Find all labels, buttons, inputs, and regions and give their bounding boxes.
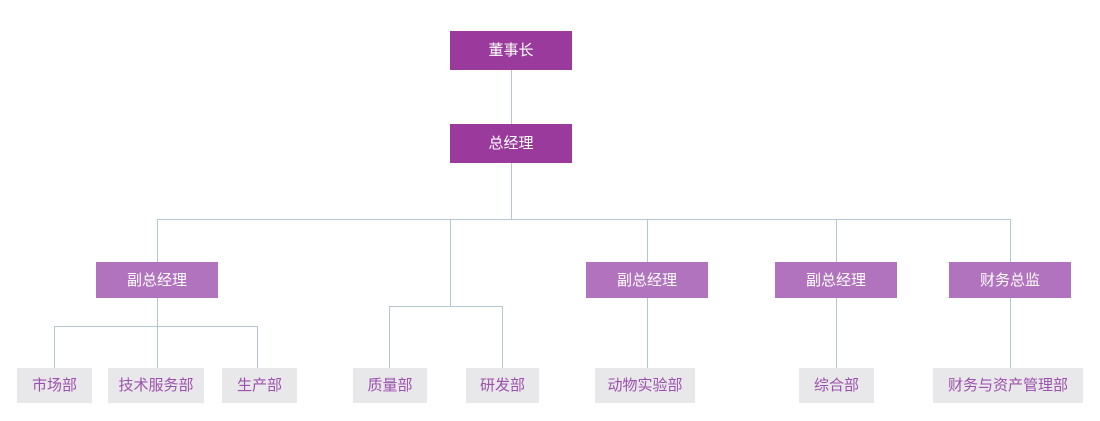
connector-gm-trunk: [511, 163, 512, 219]
connector-deputy1-horizontal: [54, 326, 258, 327]
connector-drop-production: [257, 326, 258, 368]
org-node-chairman: 董事长: [450, 31, 572, 70]
org-node-rd-dept: 研发部: [466, 368, 539, 403]
org-node-quality-dept: 质量部: [353, 368, 427, 403]
connector-drop-deputy-gm-3: [836, 219, 837, 262]
org-node-production-dept: 生产部: [222, 368, 297, 403]
org-node-general-manager: 总经理: [450, 124, 572, 163]
connector-drop-animal-lab: [647, 298, 648, 368]
connector-drop-finance-asset: [1010, 298, 1011, 368]
org-node-deputy-gm-1: 副总经理: [96, 262, 218, 298]
connector-drop-finance-director: [1010, 219, 1011, 262]
org-node-deputy-gm-2: 副总经理: [586, 262, 708, 298]
connector-drop-deputy-gm-2: [647, 219, 648, 262]
connector-deputy1-stem: [157, 298, 158, 368]
connector-drop-general-affairs: [836, 298, 837, 368]
org-node-general-affairs-dept: 综合部: [799, 368, 874, 403]
org-node-deputy-gm-3: 副总经理: [775, 262, 897, 298]
connector-drop-deputy-gm-1: [157, 219, 158, 262]
connector-drop-rd: [502, 306, 503, 368]
connector-main-horizontal: [157, 219, 1011, 220]
org-node-marketing-dept: 市场部: [17, 368, 92, 403]
connector-drop-quality: [389, 306, 390, 368]
org-node-animal-lab-dept: 动物实验部: [595, 368, 695, 403]
connector-mid-horizontal: [389, 306, 503, 307]
org-node-tech-service-dept: 技术服务部: [108, 368, 204, 403]
connector-drop-mid-branch: [450, 219, 451, 306]
org-node-finance-director: 财务总监: [949, 262, 1071, 298]
connector-chairman-gm: [511, 70, 512, 124]
org-node-finance-asset-dept: 财务与资产管理部: [933, 368, 1083, 403]
connector-drop-marketing: [54, 326, 55, 368]
